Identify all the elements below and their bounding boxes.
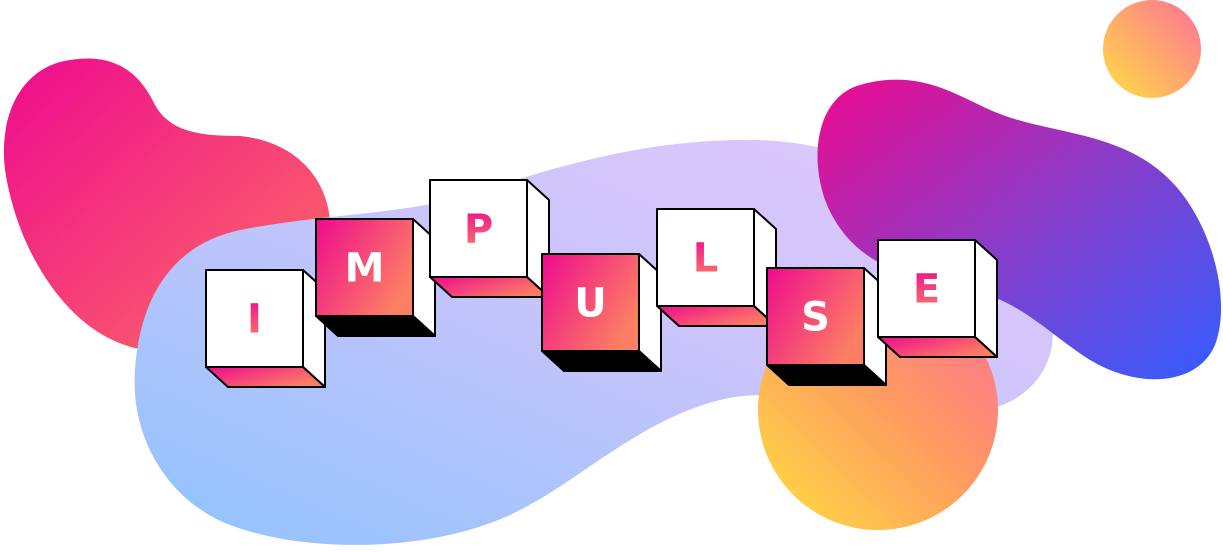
cube-face: [656, 208, 755, 307]
cube-letter: M: [345, 246, 385, 292]
cube-letter: I: [247, 297, 262, 343]
cube-letter: P: [464, 207, 493, 253]
cube-letter: U: [574, 281, 606, 327]
cube-bottom: [766, 364, 887, 386]
cube-bottom: [877, 336, 998, 358]
cube-bottom: [541, 350, 662, 372]
cube-face: [429, 179, 528, 278]
letter-cube: M: [315, 218, 436, 337]
cube-face: [766, 267, 865, 366]
letter-cube: U: [541, 253, 662, 372]
letter-cube: S: [766, 267, 887, 386]
cube-bottom: [205, 366, 326, 388]
letter-cube: E: [877, 239, 998, 358]
purple-blob: [817, 79, 1222, 380]
small-circle: [1103, 0, 1201, 98]
cube-bottom: [429, 276, 550, 298]
letter-cubes: I M P U L S E: [205, 179, 998, 388]
cube-face: [877, 239, 976, 338]
letter-cube: L: [656, 208, 777, 327]
cube-bottom: [315, 315, 436, 337]
cube-bottom: [656, 305, 777, 327]
cube-face: [205, 269, 304, 368]
cube-face: [541, 253, 640, 352]
letter-cube: I: [205, 269, 326, 388]
cube-letter: E: [913, 267, 940, 313]
cube-letter: S: [801, 295, 830, 341]
cube-face: [315, 218, 414, 317]
letter-cube: P: [429, 179, 550, 298]
cube-letter: L: [693, 236, 719, 282]
